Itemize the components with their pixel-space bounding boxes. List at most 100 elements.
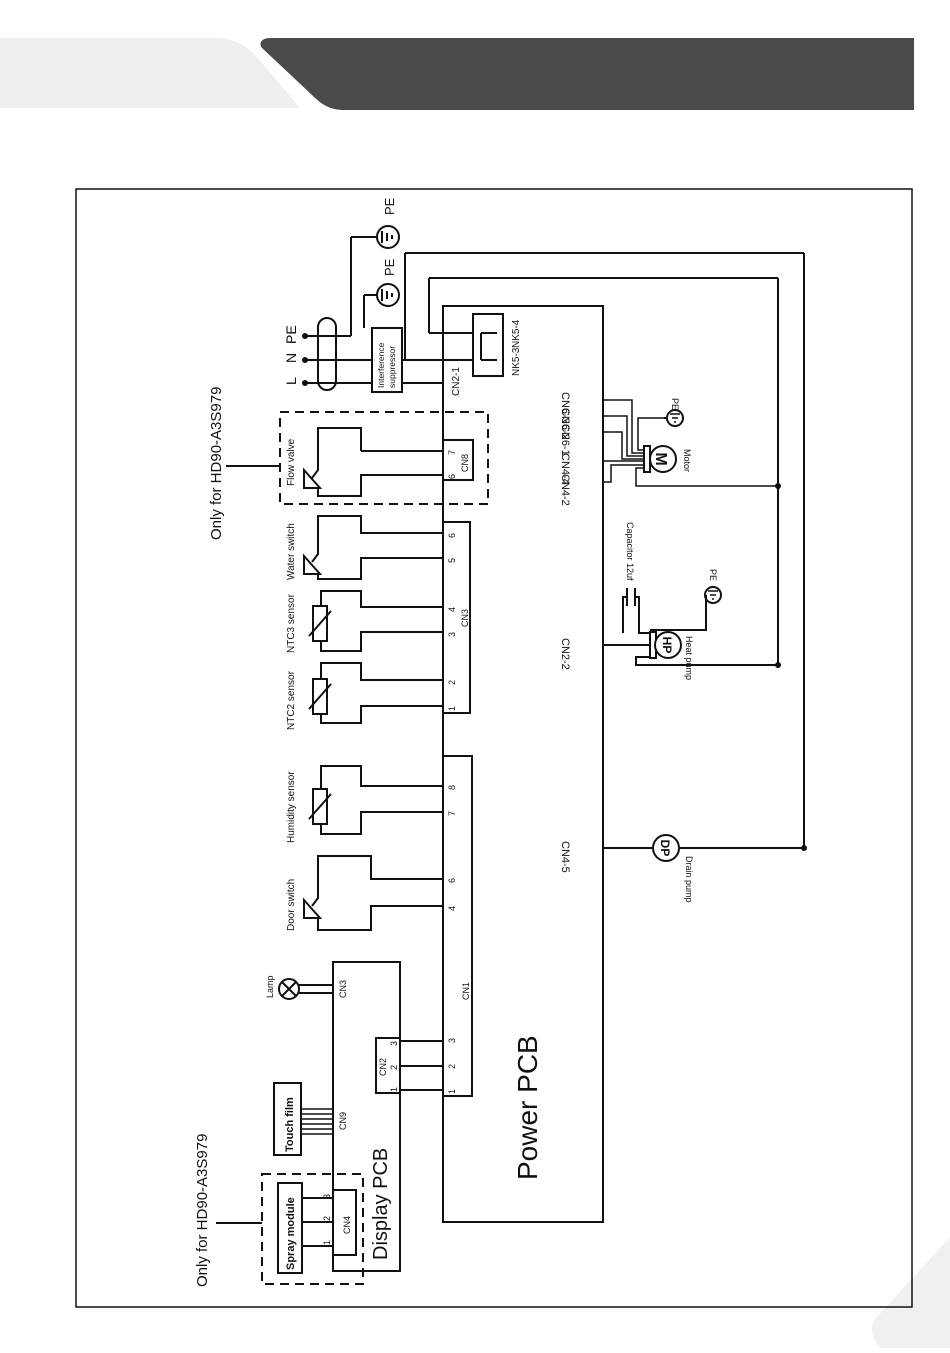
pe-ground-top <box>350 225 400 322</box>
disp-cn4-label: CN4 <box>342 1216 352 1234</box>
mains-l-label: L <box>283 377 299 385</box>
cn3-pin5: 5 <box>447 558 457 563</box>
ntc2-sensor <box>308 662 443 724</box>
motor-pe-label: PE <box>670 398 680 410</box>
motor-symbol: M <box>652 452 669 465</box>
ntc3-sensor-label: NTC3 sensor <box>286 593 297 653</box>
cn1-connector <box>442 755 473 1097</box>
heat-pump-wiring <box>603 595 778 666</box>
pe-second-label: PE <box>382 258 397 276</box>
cn1-pin8: 8 <box>447 785 457 790</box>
only-for-label-top: Only for HD90-A3S979 <box>208 387 225 540</box>
drain-pump-label: Drain pump <box>684 856 694 903</box>
disp-cn4-pin2: 2 <box>322 1216 332 1221</box>
cn4-5-label: CN4-5 <box>559 841 571 873</box>
disp-cn2-pin2: 2 <box>389 1065 399 1070</box>
touch-film-label: Touch film <box>284 1097 296 1152</box>
mains-n-label: N <box>283 353 299 363</box>
spray-module-label: Spray module <box>285 1197 297 1270</box>
corner-decoration <box>871 1237 950 1348</box>
spray-module <box>277 1182 303 1274</box>
heat-pump-label: Heat pump <box>684 636 694 680</box>
motor-wiring <box>603 399 778 487</box>
power-pcb-label: Power PCB <box>512 1035 543 1180</box>
cn3-label: CN3 <box>460 609 470 627</box>
cn8-pin6: 6 <box>447 474 457 479</box>
cn3-connector <box>442 521 471 714</box>
cn8-label: CN8 <box>460 454 470 472</box>
door-switch-label: Door switch <box>286 879 297 931</box>
cn2-2-label: CN2-2 <box>559 638 571 670</box>
heat-pump-pe-ground-icon <box>704 586 722 604</box>
cn8-connector <box>442 439 474 481</box>
heat-pump-pe-label: PE <box>708 569 718 581</box>
disp-cn2-pin1: 1 <box>389 1087 399 1092</box>
motor-pe-ground-icon <box>664 409 684 427</box>
cn6-3-label: CN6-3 <box>559 392 571 424</box>
cn1-pin2: 2 <box>447 1064 457 1069</box>
disp-cn2-pin3: 3 <box>389 1041 399 1046</box>
cable-clamp <box>317 317 337 391</box>
nk5-4-label: NK5-4 <box>511 319 522 348</box>
cn3-pin3: 3 <box>447 632 457 637</box>
cn1-pin1: 1 <box>447 1089 457 1094</box>
pe-ground-second <box>363 283 400 328</box>
disp-cn3-label: CN3 <box>338 980 348 998</box>
pe-top-label: PE <box>382 197 397 215</box>
drain-pump-symbol: DP <box>658 840 672 857</box>
flow-valve-label: Flow valve <box>286 438 297 486</box>
cn6-2-label: CN6-2 <box>559 408 571 440</box>
flow-valve-switch <box>303 427 443 497</box>
interference-suppressor-line1: Interference <box>376 342 386 388</box>
cn1-label: CN1 <box>461 982 471 1000</box>
capacitor-label: Capacitor 12uf <box>625 522 635 581</box>
lamp-icon <box>278 978 333 1000</box>
water-switch-label: Water switch <box>286 523 297 580</box>
cn1-pin3: 3 <box>447 1038 457 1043</box>
drain-pump-icon <box>652 834 680 862</box>
water-switch <box>303 515 443 580</box>
disp-cn9-label: CN9 <box>338 1112 348 1130</box>
heat-pump-icon <box>649 631 682 659</box>
disp-cn2-label: CN2 <box>378 1058 388 1076</box>
interference-suppressor <box>371 327 403 393</box>
cn2-1-label: CN2-1 <box>451 367 462 396</box>
heat-pump-symbol: HP <box>660 637 674 654</box>
display-pcb-label: Display PCB <box>370 1148 392 1260</box>
nk5-relay-block <box>472 313 504 377</box>
nk5-3-label: NK5-3 <box>511 347 522 376</box>
cn1-pin7: 7 <box>447 811 457 816</box>
cn1-pin4: 4 <box>447 906 457 911</box>
cn3-pin4: 4 <box>447 607 457 612</box>
disp-cn4-pin3: 3 <box>322 1194 332 1199</box>
spray-module-dashed-group <box>261 1173 364 1285</box>
ntc3-sensor <box>308 590 443 652</box>
cn3-pin2: 2 <box>447 680 457 685</box>
cn8-pin7: 7 <box>447 450 457 455</box>
touch-film-ribbon <box>301 1108 333 1135</box>
cn3-pin1: 1 <box>447 706 457 711</box>
only-for-label-bottom: Only for HD90-A3S979 <box>194 1134 211 1287</box>
header-dark-bar <box>260 38 914 110</box>
mains-pe-label: PE <box>283 325 299 344</box>
header-light-tab <box>0 38 300 108</box>
motor-label: Motor <box>682 449 692 472</box>
humidity-sensor <box>308 765 443 835</box>
lamp-label: Lamp <box>265 975 275 998</box>
cn4-4-label: CN4-4 <box>559 453 571 485</box>
cn1-pin6: 6 <box>447 878 457 883</box>
cn6-1-label: CN6-1 <box>559 424 571 456</box>
ntc2-sensor-label: NTC2 sensor <box>286 670 297 730</box>
disp-cn4-pin1: 1 <box>322 1240 332 1245</box>
interference-suppressor-line2: suppressor <box>387 346 397 388</box>
diagram-frame <box>75 188 913 1308</box>
cn3-pin6: 6 <box>447 533 457 538</box>
humidity-sensor-label: Humidity sensor <box>286 771 297 843</box>
door-switch <box>303 855 443 931</box>
mains-cable <box>302 317 372 391</box>
motor-icon <box>643 445 677 473</box>
cn4-2-label: CN4-2 <box>559 474 571 506</box>
capacitor-icon <box>626 588 636 606</box>
